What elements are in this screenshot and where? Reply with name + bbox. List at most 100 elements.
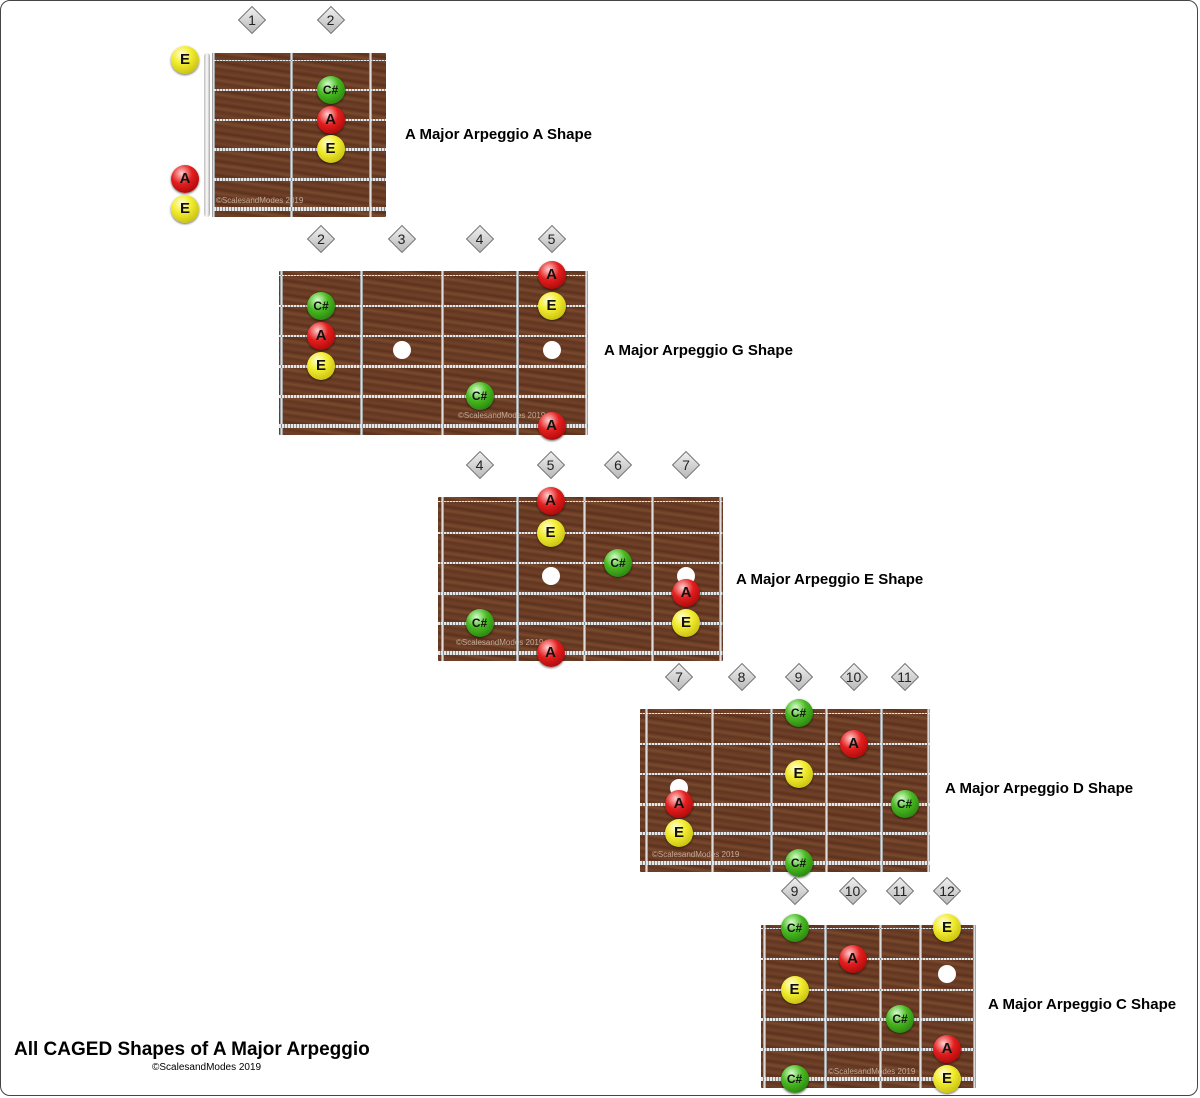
note-dot-a: A bbox=[672, 579, 700, 607]
fret-number-marker: 2 bbox=[316, 5, 346, 35]
fret-number-marker: 10 bbox=[839, 662, 869, 692]
fret-number-text: 12 bbox=[939, 883, 955, 899]
fret-number-marker: 12 bbox=[932, 876, 962, 906]
fret-wire bbox=[212, 53, 215, 217]
fret-number-marker: 11 bbox=[885, 876, 915, 906]
fret-number-text: 2 bbox=[326, 12, 335, 28]
fret-wire bbox=[879, 925, 882, 1088]
fret-wire bbox=[763, 925, 766, 1088]
guitar-string bbox=[279, 275, 588, 276]
guitar-string bbox=[279, 305, 588, 307]
fret-wire bbox=[516, 271, 519, 435]
note-dot-e: E bbox=[672, 609, 700, 637]
guitar-string bbox=[761, 989, 974, 991]
note-dot-c-sharp: C# bbox=[604, 549, 632, 577]
fret-wire bbox=[441, 271, 444, 435]
fret-number-marker: 5 bbox=[537, 224, 567, 254]
shape-label: A Major Arpeggio C Shape bbox=[988, 996, 1177, 1013]
copyright-text: ©ScalesandModes 2019 bbox=[152, 1062, 262, 1073]
watermark: ©ScalesandModes 2019 bbox=[652, 850, 740, 859]
guitar-string bbox=[214, 89, 386, 91]
fret-number-text: 1 bbox=[248, 12, 256, 28]
guitar-string bbox=[438, 651, 723, 655]
guitar-string bbox=[761, 1077, 974, 1081]
fret-wire bbox=[880, 709, 883, 872]
fret-number-marker: 11 bbox=[890, 662, 920, 692]
fret-number-text: 9 bbox=[794, 669, 803, 685]
fretboard bbox=[212, 53, 386, 217]
fret-number-marker: 9 bbox=[780, 876, 810, 906]
fret-wire bbox=[973, 925, 976, 1088]
note-dot-a: A bbox=[537, 412, 566, 440]
guitar-string bbox=[438, 622, 723, 625]
fret-number-text: 6 bbox=[614, 457, 622, 473]
note-dot-c-sharp: C# bbox=[886, 1005, 914, 1033]
note-dot-c-sharp: C# bbox=[780, 914, 809, 942]
fret-number-marker: 7 bbox=[671, 450, 701, 480]
fret-wire bbox=[927, 709, 930, 872]
fret-number-text: 4 bbox=[475, 457, 484, 473]
note-dot-c-sharp: C# bbox=[465, 609, 494, 637]
fret-number-text: 8 bbox=[737, 669, 746, 685]
guitar-string bbox=[438, 501, 723, 502]
note-dot-c-sharp: C# bbox=[784, 699, 813, 727]
fret-number-marker: 10 bbox=[838, 876, 868, 906]
note-dot-a: A bbox=[536, 639, 565, 667]
fret-number-text: 4 bbox=[475, 231, 484, 247]
fret-wire bbox=[651, 497, 654, 661]
note-dot-e: E bbox=[784, 760, 813, 788]
note-dot-e: E bbox=[780, 976, 809, 1004]
guitar-string bbox=[761, 928, 974, 929]
fret-wire bbox=[290, 53, 293, 217]
note-dot-e: E bbox=[665, 819, 693, 847]
note-dot-a: A bbox=[316, 106, 345, 134]
fret-number-marker: 3 bbox=[387, 224, 417, 254]
guitar-string bbox=[279, 365, 588, 368]
guitar-string bbox=[761, 1048, 974, 1051]
guitar-string bbox=[640, 832, 930, 835]
fretboard bbox=[761, 925, 976, 1088]
shape-label: A Major Arpeggio D Shape bbox=[945, 780, 1134, 797]
fret-number-text: 2 bbox=[317, 231, 325, 247]
fret-number-text: 10 bbox=[844, 883, 861, 899]
fret-inlay-marker bbox=[542, 341, 561, 359]
fret-wire bbox=[824, 925, 827, 1088]
guitar-string bbox=[438, 562, 723, 564]
note-dot-c-sharp: C# bbox=[316, 76, 345, 104]
shape-label: A Major Arpeggio A Shape bbox=[405, 126, 592, 143]
note-dot-a: A bbox=[171, 165, 199, 193]
fret-number-text: 3 bbox=[397, 231, 406, 247]
note-dot-c-sharp: C# bbox=[307, 292, 335, 320]
fret-wire bbox=[645, 709, 648, 872]
note-dot-c-sharp: C# bbox=[784, 849, 813, 877]
guitar-string bbox=[761, 958, 974, 960]
fret-number-text: 9 bbox=[790, 883, 799, 899]
fret-wire bbox=[585, 271, 588, 435]
note-dot-c-sharp: C# bbox=[465, 382, 494, 410]
fret-number-text: 11 bbox=[897, 669, 912, 685]
note-dot-e: E bbox=[933, 914, 961, 942]
fret-inlay-marker bbox=[392, 341, 411, 359]
guitar-string bbox=[279, 424, 588, 428]
guitar-string bbox=[214, 60, 386, 61]
fret-inlay-marker bbox=[938, 965, 956, 983]
note-dot-a: A bbox=[537, 261, 566, 289]
guitar-string bbox=[438, 592, 723, 595]
note-dot-c-sharp: C# bbox=[780, 1065, 809, 1093]
watermark: ©ScalesandModes 2019 bbox=[828, 1067, 916, 1076]
fret-number-marker: 2 bbox=[306, 224, 336, 254]
guitar-string bbox=[214, 119, 386, 121]
note-dot-a: A bbox=[536, 487, 565, 515]
note-dot-e: E bbox=[537, 292, 566, 320]
note-dot-c-sharp: C# bbox=[890, 790, 919, 818]
shape-label: A Major Arpeggio G Shape bbox=[604, 342, 793, 359]
fret-number-marker: 1 bbox=[237, 5, 267, 35]
note-dot-e: E bbox=[171, 46, 199, 74]
watermark: ©ScalesandModes 2019 bbox=[458, 411, 546, 420]
guitar-string bbox=[640, 803, 930, 806]
shape-label: A Major Arpeggio E Shape bbox=[736, 571, 924, 588]
guitar-string bbox=[438, 532, 723, 534]
fret-number-marker: 7 bbox=[664, 662, 694, 692]
fret-wire bbox=[770, 709, 773, 872]
